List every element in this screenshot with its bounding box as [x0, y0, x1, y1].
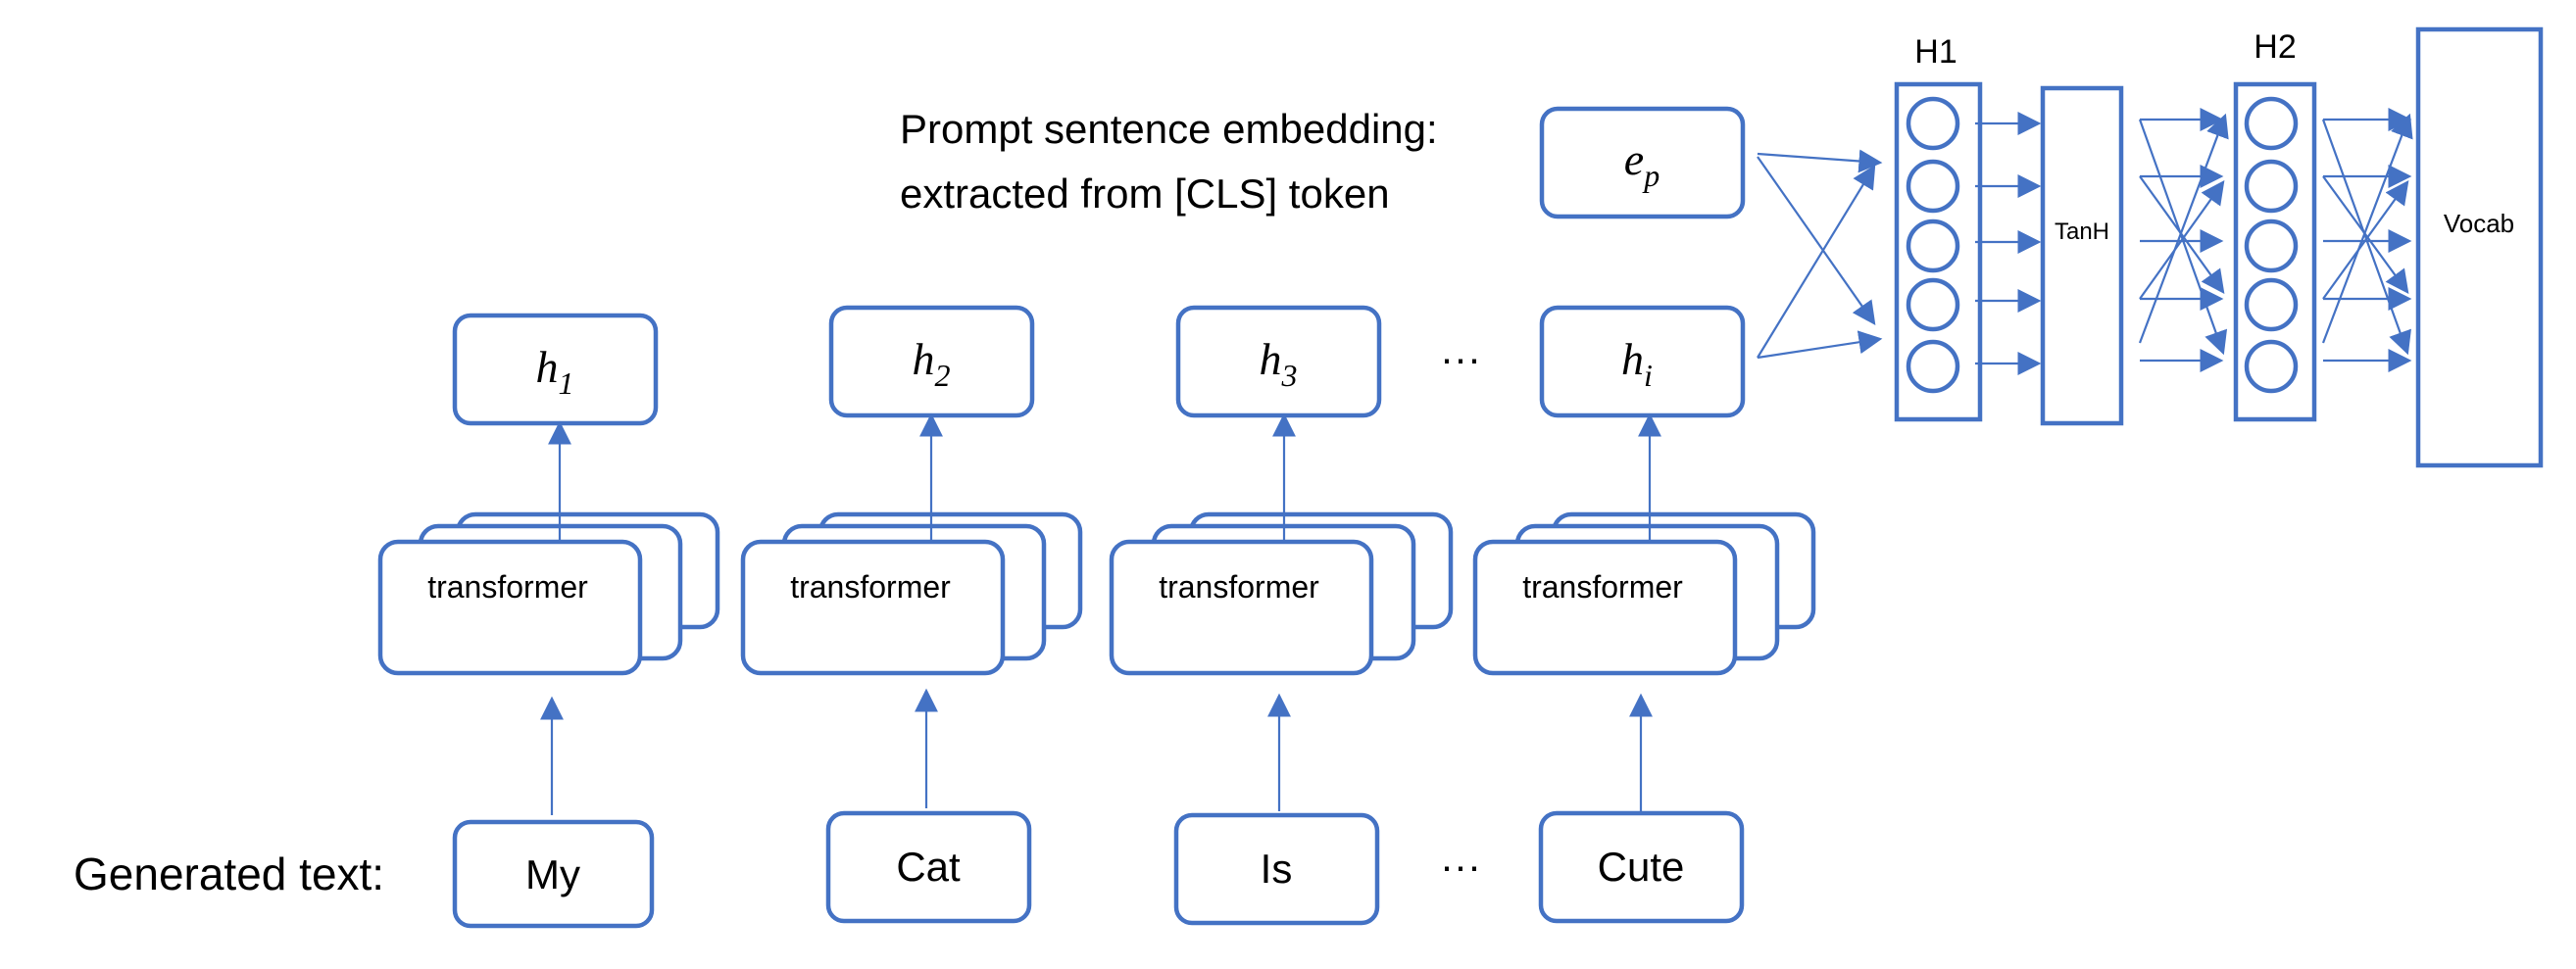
arrow-tanh-h2-cross-3: [2139, 175, 2225, 294]
vocab-output-box: [2415, 26, 2544, 468]
h1-label: H1: [1914, 33, 1957, 71]
arrow-hi-to-h1-bottom: [1757, 330, 1883, 360]
h2-neuron-3: [2244, 218, 2299, 273]
column-1: h1 transformer My: [377, 313, 720, 929]
h2-neuron-4: [2244, 277, 2299, 332]
token-label-4: Cute: [1598, 844, 1685, 890]
arrow-h2-vocab-cross-3: [2322, 175, 2409, 294]
prompt-caption-line-2: extracted from [CLS] token: [900, 170, 1390, 217]
transformer-label-1: transformer: [427, 569, 588, 605]
h1-neuron-2: [1906, 159, 1960, 214]
h1-neuron-1: [1906, 96, 1960, 151]
tanh-block: [2040, 85, 2124, 426]
transformer-label-4: transformer: [1522, 569, 1683, 605]
h2-neuron-2: [2244, 159, 2299, 214]
generated-text-caption: Generated text:: [74, 848, 384, 899]
arrow-h2-vocab-cross-4: [2322, 180, 2409, 300]
h2-neuron-5: [2244, 339, 2299, 394]
ellipsis-bottom: ···: [1440, 843, 1481, 889]
vocab-label: Vocab: [2444, 209, 2514, 238]
hidden-state-label-4: hi: [1621, 334, 1653, 393]
arrow-tanh-h2-cross-4: [2139, 180, 2225, 300]
prompt-embedding-box: [1539, 106, 1746, 219]
token-box-1: [452, 819, 655, 929]
transformer-block-3: [1109, 539, 1374, 676]
h1-neuron-5: [1906, 339, 1960, 394]
h2-neuron-1: [2244, 96, 2299, 151]
column-2: h2 transformer Cat: [740, 305, 1083, 924]
column-3: h3 transformer Is: [1109, 305, 1454, 926]
transformer-label-3: transformer: [1159, 569, 1319, 605]
transformer-block-2: [740, 539, 1006, 676]
hidden-state-label-3: h3: [1260, 334, 1298, 393]
transformer-block-4: [1472, 539, 1738, 676]
arrow-tanh-h2-cross-1: [2138, 119, 2228, 356]
token-box-3: [1173, 812, 1380, 926]
token-box-4: [1538, 810, 1745, 924]
token-label-2: Cat: [896, 844, 961, 890]
h1-neuron-3: [1906, 218, 1960, 273]
token-box-2: [825, 810, 1032, 924]
ellipsis-top: ···: [1440, 335, 1481, 381]
column-4: hi transformer Cute: [1472, 305, 1816, 924]
tanh-label: TanH: [2055, 218, 2109, 245]
transformer-label-2: transformer: [790, 569, 951, 605]
h1-neuron-4: [1906, 277, 1960, 332]
arrow-ep-to-h1-bottom: [1757, 156, 1876, 325]
arrow-hi-to-h1-top: [1757, 164, 1876, 359]
prompt-embedding-label: ep: [1624, 134, 1660, 193]
transformer-block-1: [377, 539, 643, 676]
hidden-state-label-2: h2: [913, 334, 951, 393]
token-label-3: Is: [1261, 846, 1293, 892]
arrow-h2-vocab-cross-2: [2321, 113, 2413, 344]
token-label-1: My: [525, 851, 580, 897]
arrow-tanh-h2-cross-2: [2138, 113, 2229, 344]
h2-label: H2: [2254, 28, 2296, 66]
prompt-caption-line-1: Prompt sentence embedding:: [900, 106, 1438, 152]
hidden-state-label-1: h1: [536, 342, 574, 401]
arrow-ep-to-h1-top: [1757, 149, 1883, 173]
arrow-h2-vocab-cross-1: [2321, 119, 2411, 356]
